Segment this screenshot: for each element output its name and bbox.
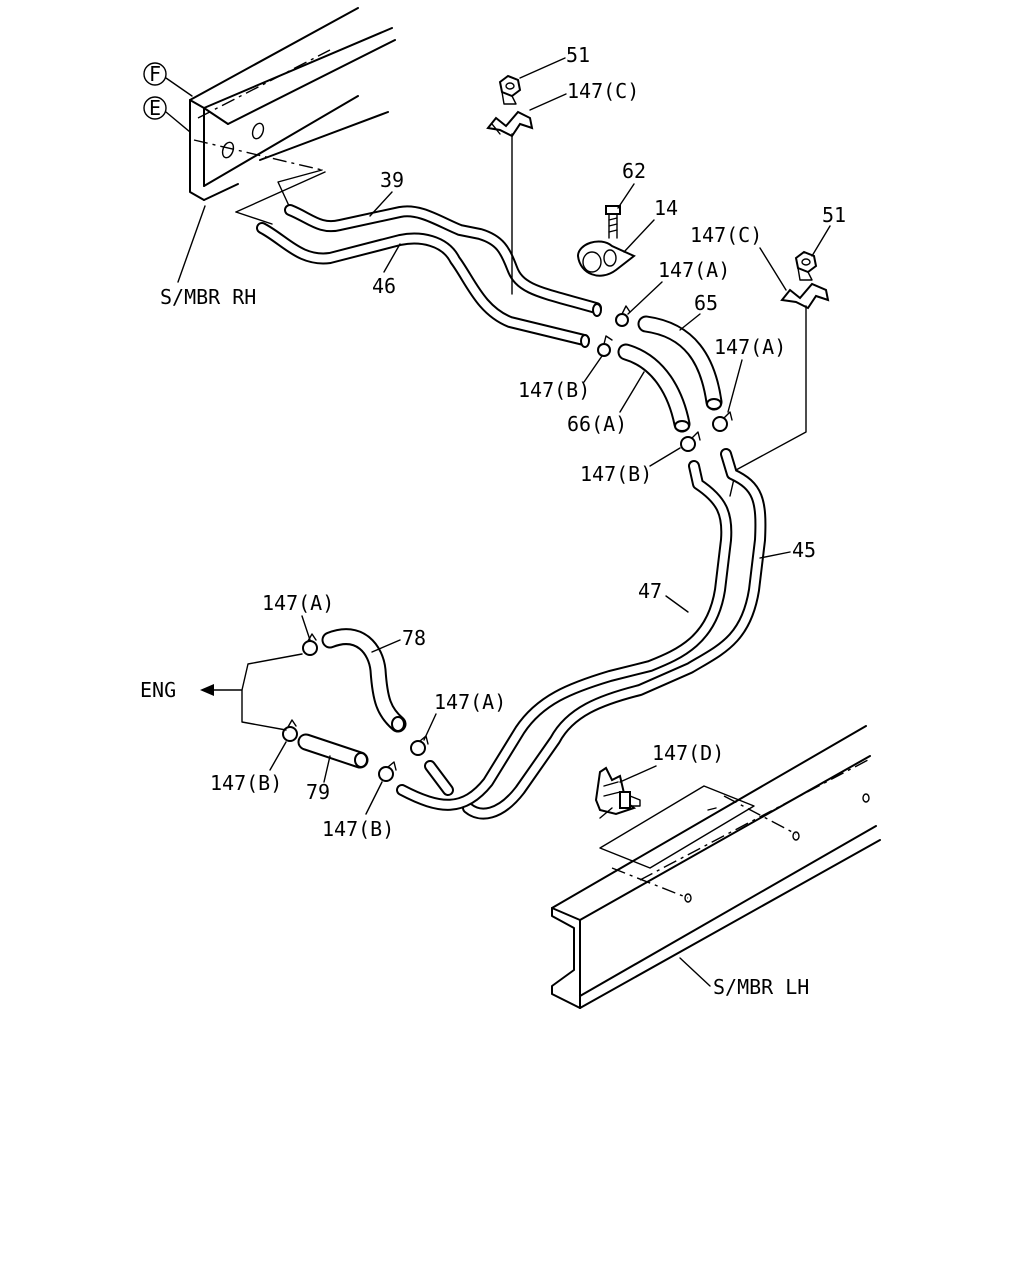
label-47: 47 [638, 579, 662, 603]
hose-78 [321, 628, 407, 733]
clamp-147a-2 [712, 411, 733, 432]
bolt-147d [619, 791, 641, 809]
marker-e: E [143, 96, 191, 133]
label-147d: 147(D) [652, 741, 724, 765]
label-smbr-rh: S/MBR RH [160, 285, 256, 309]
clamp-147b-4 [378, 761, 397, 782]
hose-79 [297, 733, 369, 769]
label-79: 79 [306, 780, 330, 804]
svg-text:ENG: ENG [140, 678, 176, 702]
clamp-147b-3 [282, 719, 298, 742]
pipe-46 [256, 222, 590, 346]
hose-65 [637, 315, 723, 411]
side-member-lh [551, 725, 881, 1009]
label-51-top: 51 [566, 43, 590, 67]
hose-66a [617, 343, 691, 433]
bolt-62 [605, 205, 621, 239]
pipe-39 [284, 204, 602, 314]
clip-147c-right [780, 282, 830, 310]
label-147b-3: 147(B) [210, 771, 282, 795]
label-147c-right: 147(C) [690, 223, 762, 247]
side-member-rh [189, 7, 396, 225]
nut-51-right [794, 250, 818, 281]
clamp-147b-2 [680, 431, 701, 452]
clamp-147a-4 [410, 735, 429, 756]
label-65: 65 [694, 291, 718, 315]
label-51-right: 51 [822, 203, 846, 227]
clamp-147a-3 [302, 633, 318, 656]
label-45: 45 [792, 538, 816, 562]
pipe-stub [424, 760, 454, 796]
marker-f: F [143, 62, 193, 97]
label-147c-top: 147(C) [567, 79, 639, 103]
label-147a-2: 147(A) [714, 335, 786, 359]
label-39: 39 [380, 168, 404, 192]
nut-51-top [498, 74, 522, 105]
label-147a-3: 147(A) [262, 591, 334, 615]
eng-direction-arrow: ENG [140, 653, 303, 731]
pipe-47 [396, 460, 733, 811]
label-46: 46 [372, 274, 396, 298]
label-147a-1: 147(A) [658, 258, 730, 282]
label-147b-4: 147(B) [322, 817, 394, 841]
clamp-147a-1 [615, 305, 631, 327]
label-78: 78 [402, 626, 426, 650]
label-62: 62 [622, 159, 646, 183]
svg-text:F: F [149, 62, 161, 86]
label-147a-4: 147(A) [434, 690, 506, 714]
label-smbr-lh: S/MBR LH [713, 975, 809, 999]
label-66a: 66(A) [567, 412, 627, 436]
pipe-45 [462, 448, 767, 820]
svg-text:E: E [149, 96, 161, 120]
clamp-14 [576, 240, 636, 277]
label-14: 14 [654, 196, 678, 220]
clamp-147b-1 [597, 335, 613, 357]
label-147b-1: 147(B) [518, 378, 590, 402]
clip-147c-top [486, 110, 534, 138]
label-147b-2: 147(B) [580, 462, 652, 486]
